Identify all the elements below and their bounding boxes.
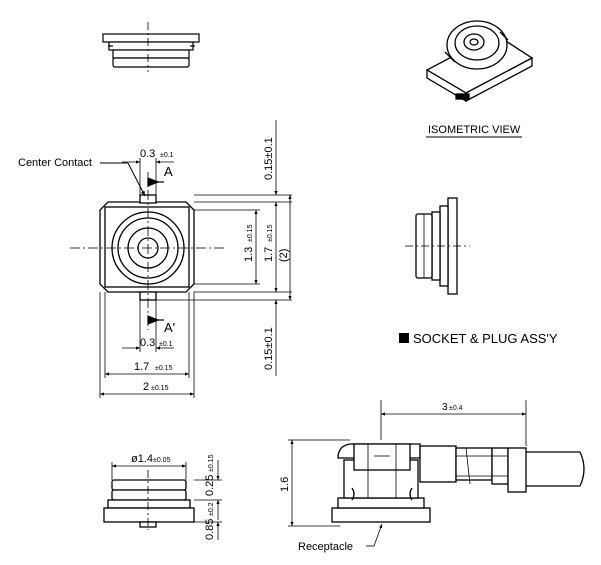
- dim-inner-height-tol: ±0.15: [247, 224, 254, 242]
- bottom-side-view: [103, 470, 195, 530]
- dim-assy-height-value: 1.6: [279, 477, 291, 492]
- dim-total-height-tol: ±0.15: [267, 224, 274, 242]
- dim-inner-width-value: 1.7: [134, 361, 149, 373]
- dim-bottom-width-value: 0.3: [140, 337, 155, 349]
- dim-assy-length-value: 3: [442, 402, 448, 413]
- dim-assy-length-tol: ±0.4: [449, 405, 463, 412]
- dim-inner-width: [104, 292, 190, 378]
- dim-bottom-view-lines: [111, 460, 222, 540]
- dim-inner-width-tol: ±0.15: [155, 365, 173, 372]
- isometric-view-label: ISOMETRIC VIEW: [428, 124, 521, 136]
- dim-upper-height-tol: ±0.15: [208, 454, 215, 472]
- top-side-view: [102, 22, 200, 72]
- receptacle-label: Receptacle: [298, 541, 353, 553]
- dim-bottom-tab-value: 0.15±0.1: [263, 327, 275, 370]
- dim-upper-height-value: 0.25: [204, 475, 216, 496]
- center-contact-leader: [100, 162, 146, 197]
- dim-assembly-lines: [288, 400, 527, 547]
- dim-lower-height-tol: ±0.2: [208, 502, 215, 516]
- right-side-view: [405, 197, 470, 295]
- dim-outer-width: [99, 292, 195, 398]
- isometric-view-drawing: [425, 20, 534, 103]
- dim-lower-height-value: 0.85: [204, 519, 216, 540]
- socket-plug-label: SOCKET & PLUG ASS'Y: [413, 331, 558, 346]
- dim-ref-height-value: (2): [278, 249, 290, 262]
- main-top-view: [70, 172, 226, 330]
- dim-diameter-value: ø1.4: [131, 453, 153, 465]
- dim-outer-width-value: 2: [143, 381, 149, 393]
- section-a-prime-label: A': [164, 320, 175, 335]
- dim-top-tab-value: 0.15±0.1: [263, 137, 275, 180]
- dim-total-height-value: 1.7: [263, 247, 275, 262]
- dim-top-width: [122, 158, 174, 195]
- socket-plug-marker-icon: [399, 333, 409, 343]
- dim-bottom-width-tol: ±0.1: [159, 341, 173, 348]
- section-a-label: A: [164, 164, 173, 179]
- dim-top-width-value: 0.3: [140, 148, 155, 160]
- assembly-section-view: [331, 443, 585, 523]
- dim-bottom-width: [122, 300, 174, 352]
- dim-vertical-lines: [156, 120, 292, 376]
- dim-outer-width-tol: ±0.15: [151, 385, 169, 392]
- dim-diameter-tol: ±0.05: [153, 457, 171, 464]
- dim-top-width-tol: ±0.1: [160, 152, 174, 159]
- dim-inner-height-value: 1.3: [243, 247, 255, 262]
- center-contact-label: Center Contact: [18, 157, 92, 169]
